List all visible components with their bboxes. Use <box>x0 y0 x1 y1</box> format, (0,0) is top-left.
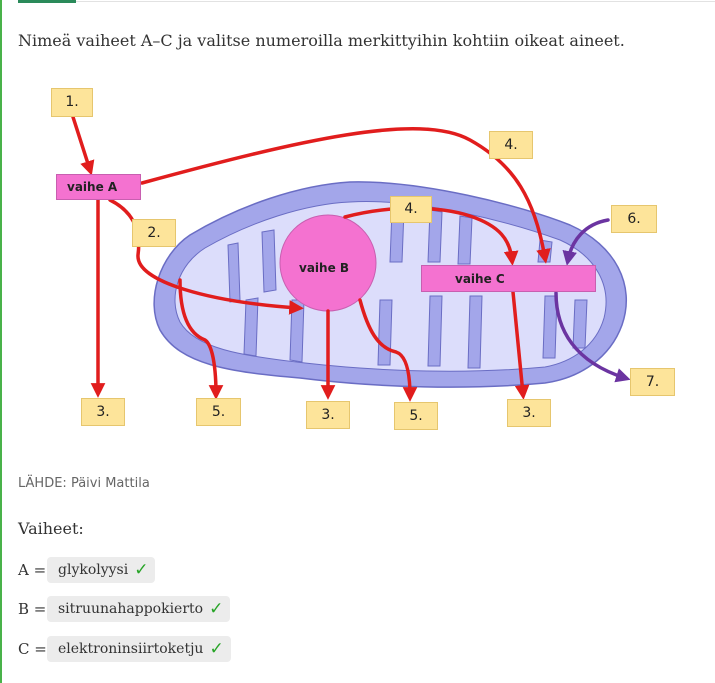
tag-3-left[interactable]: 3. <box>81 398 125 426</box>
answer-letter: B = <box>18 600 47 618</box>
tag-2[interactable]: 2. <box>132 219 176 247</box>
answer-value: sitruunahappokierto <box>58 601 203 617</box>
checkmark-icon: ✓ <box>134 560 148 580</box>
tag-6[interactable]: 6. <box>611 205 657 233</box>
phase-a-box: vaihe A <box>56 174 141 200</box>
phase-a-label: vaihe A <box>67 180 117 194</box>
answer-row-a: A = glykolyysi ✓ <box>18 556 155 584</box>
source-credit: LÄHDE: Päivi Mattila <box>18 476 150 491</box>
tag-3-right[interactable]: 3. <box>507 399 551 427</box>
arrow-1-to-a <box>73 117 90 170</box>
tag-4-middle[interactable]: 4. <box>390 196 432 223</box>
checkmark-icon: ✓ <box>209 599 223 619</box>
answer-row-b: B = sitruunahappokierto ✓ <box>18 595 230 623</box>
phase-c-label: vaihe C <box>455 272 505 286</box>
tag-4-top[interactable]: 4. <box>489 131 533 159</box>
answer-chip-a[interactable]: glykolyysi ✓ <box>47 557 155 583</box>
checkmark-icon: ✓ <box>209 639 223 659</box>
answer-value: elektroninsiirtoketju <box>58 641 203 657</box>
answer-row-c: C = elektroninsiirtoketju ✓ <box>18 635 231 663</box>
tag-7[interactable]: 7. <box>630 368 675 396</box>
tag-1[interactable]: 1. <box>51 88 93 117</box>
answer-letter: C = <box>18 640 47 658</box>
phase-c-box: vaihe C <box>421 265 596 292</box>
answer-letter: A = <box>18 561 47 579</box>
answer-value: glykolyysi <box>58 562 128 578</box>
answer-chip-b[interactable]: sitruunahappokierto ✓ <box>47 596 230 622</box>
steps-heading: Vaiheet: <box>18 519 84 538</box>
tag-5-right[interactable]: 5. <box>394 402 438 430</box>
answer-chip-c[interactable]: elektroninsiirtoketju ✓ <box>47 636 231 662</box>
tag-3-middle[interactable]: 3. <box>306 401 350 429</box>
tag-5-left[interactable]: 5. <box>196 398 241 426</box>
phase-b-label: vaihe B <box>299 261 349 275</box>
